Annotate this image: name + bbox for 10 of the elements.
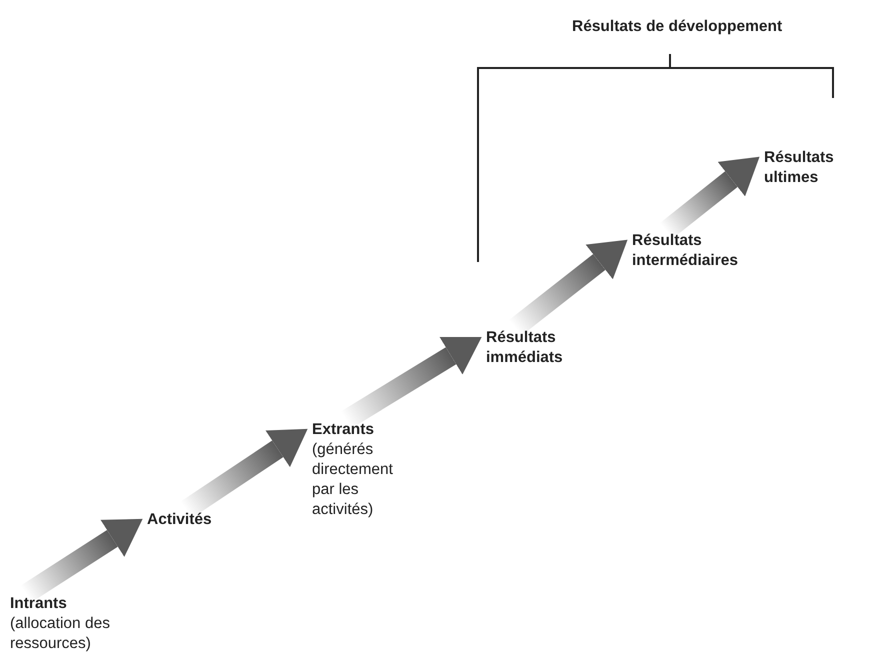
stage-title: Activités bbox=[147, 510, 213, 530]
stage-title: Intrants bbox=[10, 594, 68, 614]
stage-description: (générés directement par les activités) bbox=[312, 440, 394, 520]
bracket-label: Résultats de développement bbox=[572, 18, 782, 36]
stage-title: Résultats immédiats bbox=[486, 328, 564, 368]
stage-description: (allocation des ressources) bbox=[10, 614, 111, 654]
stage-title: Résultats intermédiaires bbox=[632, 231, 739, 271]
stage-title: Résultats ultimes bbox=[764, 148, 835, 188]
stage-title: Extrants bbox=[312, 420, 376, 440]
gradient-arrow bbox=[660, 156, 760, 239]
